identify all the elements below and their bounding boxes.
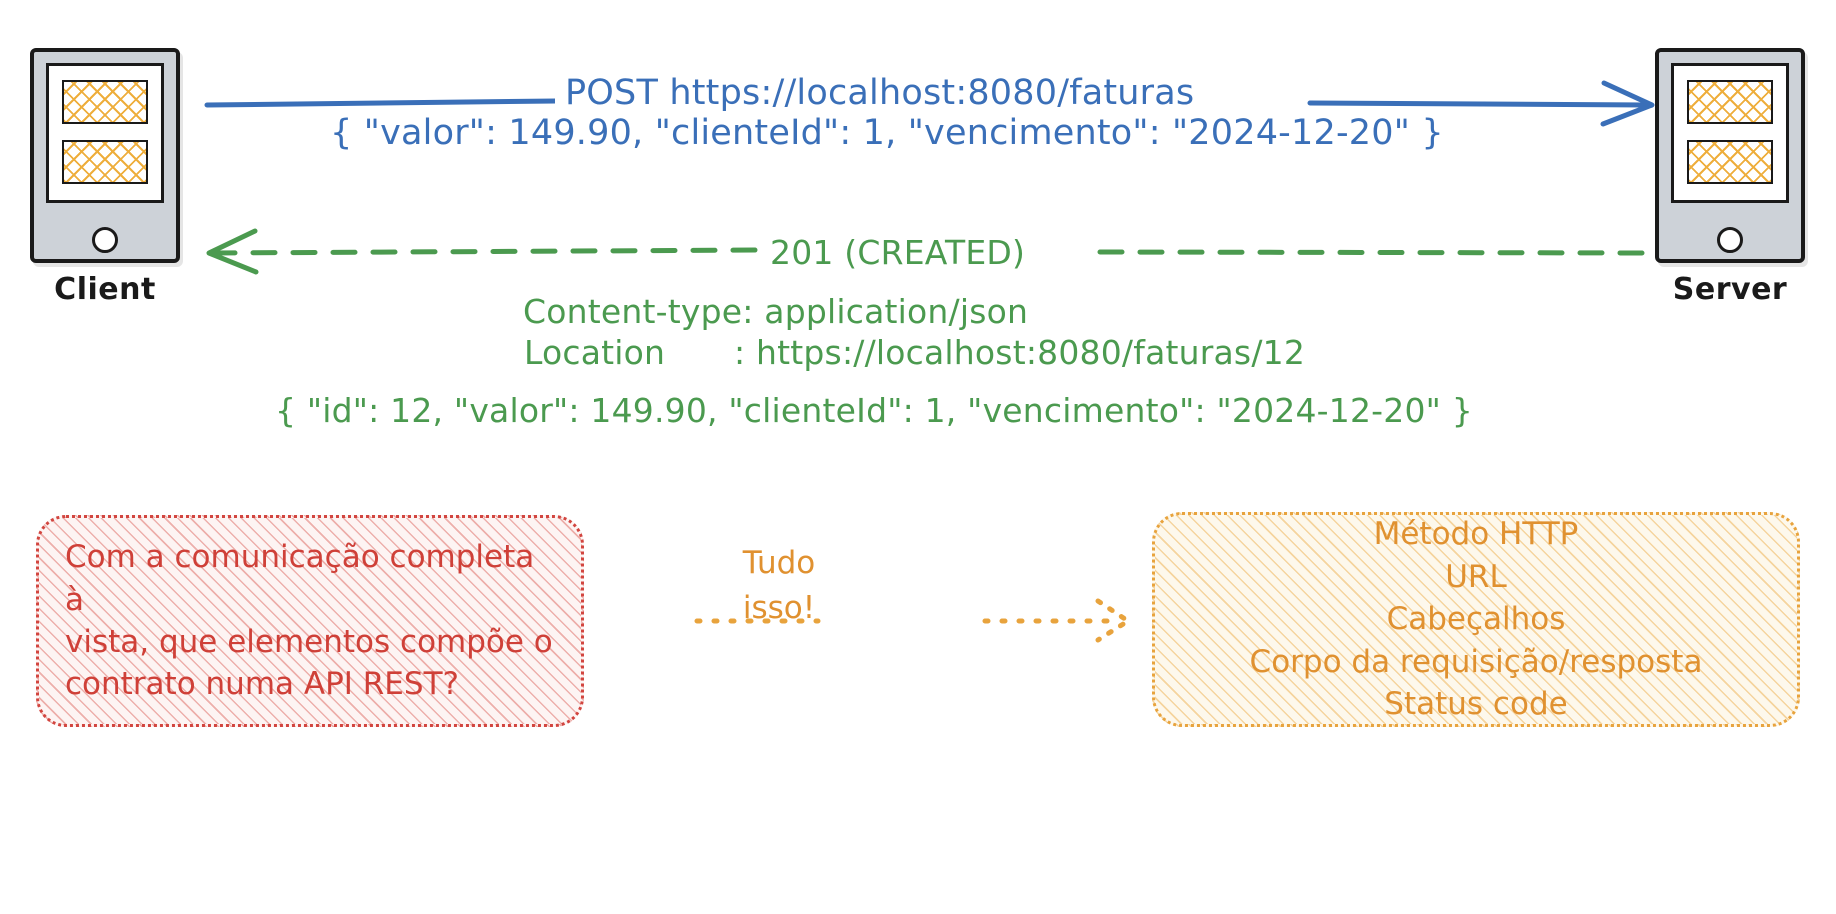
response-header-content-type: Content-type: application/json [523, 292, 1029, 331]
device-screen [46, 63, 164, 203]
question-note-box: Com a comunicação completa à vista, que … [36, 515, 584, 727]
home-button-icon [92, 227, 118, 253]
device-screen [1671, 63, 1789, 203]
response-header-location: Location: https://localhost:8080/faturas… [524, 333, 1305, 372]
question-note-text: Com a comunicação completa à vista, que … [65, 539, 553, 703]
client-device: Client [30, 48, 180, 307]
connector-label: Tudo isso! [742, 545, 816, 626]
answer-note-box: Método HTTP URL Cabeçalhos Corpo da requ… [1152, 512, 1800, 727]
response-header-location-value: https://localhost:8080/faturas/12 [756, 333, 1306, 372]
screen-content-bar-bottom [1687, 140, 1773, 184]
request-start-line: POST https://localhost:8080/faturas [555, 73, 1205, 113]
request-body: { "valor": 149.90, "clienteId": 1, "venc… [330, 113, 1444, 153]
answer-note-text: Método HTTP URL Cabeçalhos Corpo da requ… [1249, 516, 1703, 723]
response-header-location-separator: : [734, 333, 757, 372]
response-header-location-key: Location [524, 333, 666, 372]
screen-content-bar-bottom [62, 140, 148, 184]
client-label: Client [54, 272, 156, 307]
response-status-line: 201 (CREATED) [762, 233, 1034, 272]
home-button-icon [1717, 227, 1743, 253]
server-label: Server [1672, 272, 1788, 307]
response-body: { "id": 12, "valor": 149.90, "clienteId"… [275, 391, 1473, 430]
server-device: Server [1655, 48, 1805, 307]
screen-content-bar-top [62, 80, 148, 124]
screen-content-bar-top [1687, 80, 1773, 124]
